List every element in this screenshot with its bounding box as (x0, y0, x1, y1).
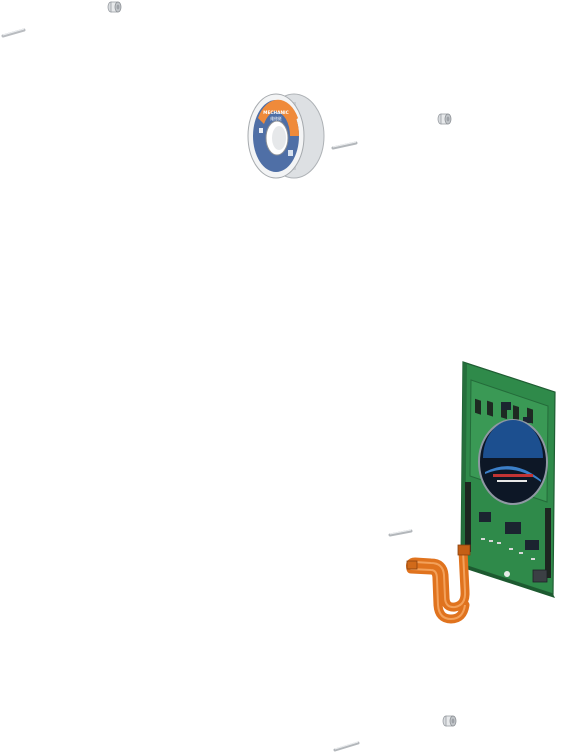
metal-pin (387, 527, 415, 539)
flex-ribbon-cable (405, 544, 485, 627)
metal-pin (330, 139, 360, 151)
metal-pin (0, 27, 28, 39)
metal-bushing-small (107, 1, 122, 13)
solder-wire-spool: MECHANIC 维修佬 (246, 88, 328, 184)
spool-brand-label: MECHANIC (263, 110, 289, 116)
spool-sub-label: 维修佬 (270, 116, 282, 121)
metal-pin (332, 739, 362, 753)
metal-bushing-small (437, 113, 452, 125)
metal-bushing-small (442, 715, 457, 727)
circuit-board-assembly (405, 361, 560, 627)
